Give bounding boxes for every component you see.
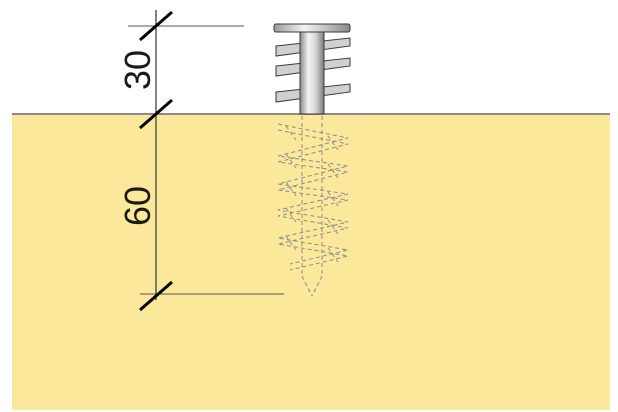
ground-screw-icon: [273, 23, 351, 115]
screw-top-plate: [273, 23, 351, 33]
dimension-above-ground: 30: [117, 50, 158, 90]
dimension-tick-bottom: [139, 280, 173, 312]
dimension-below-ground: 60: [117, 186, 158, 226]
dimension-tick-middle: [139, 98, 173, 130]
ground-screw-hidden-outline-icon: [277, 116, 349, 297]
soil-area: [12, 114, 610, 410]
dimension-tick-top: [139, 10, 173, 42]
